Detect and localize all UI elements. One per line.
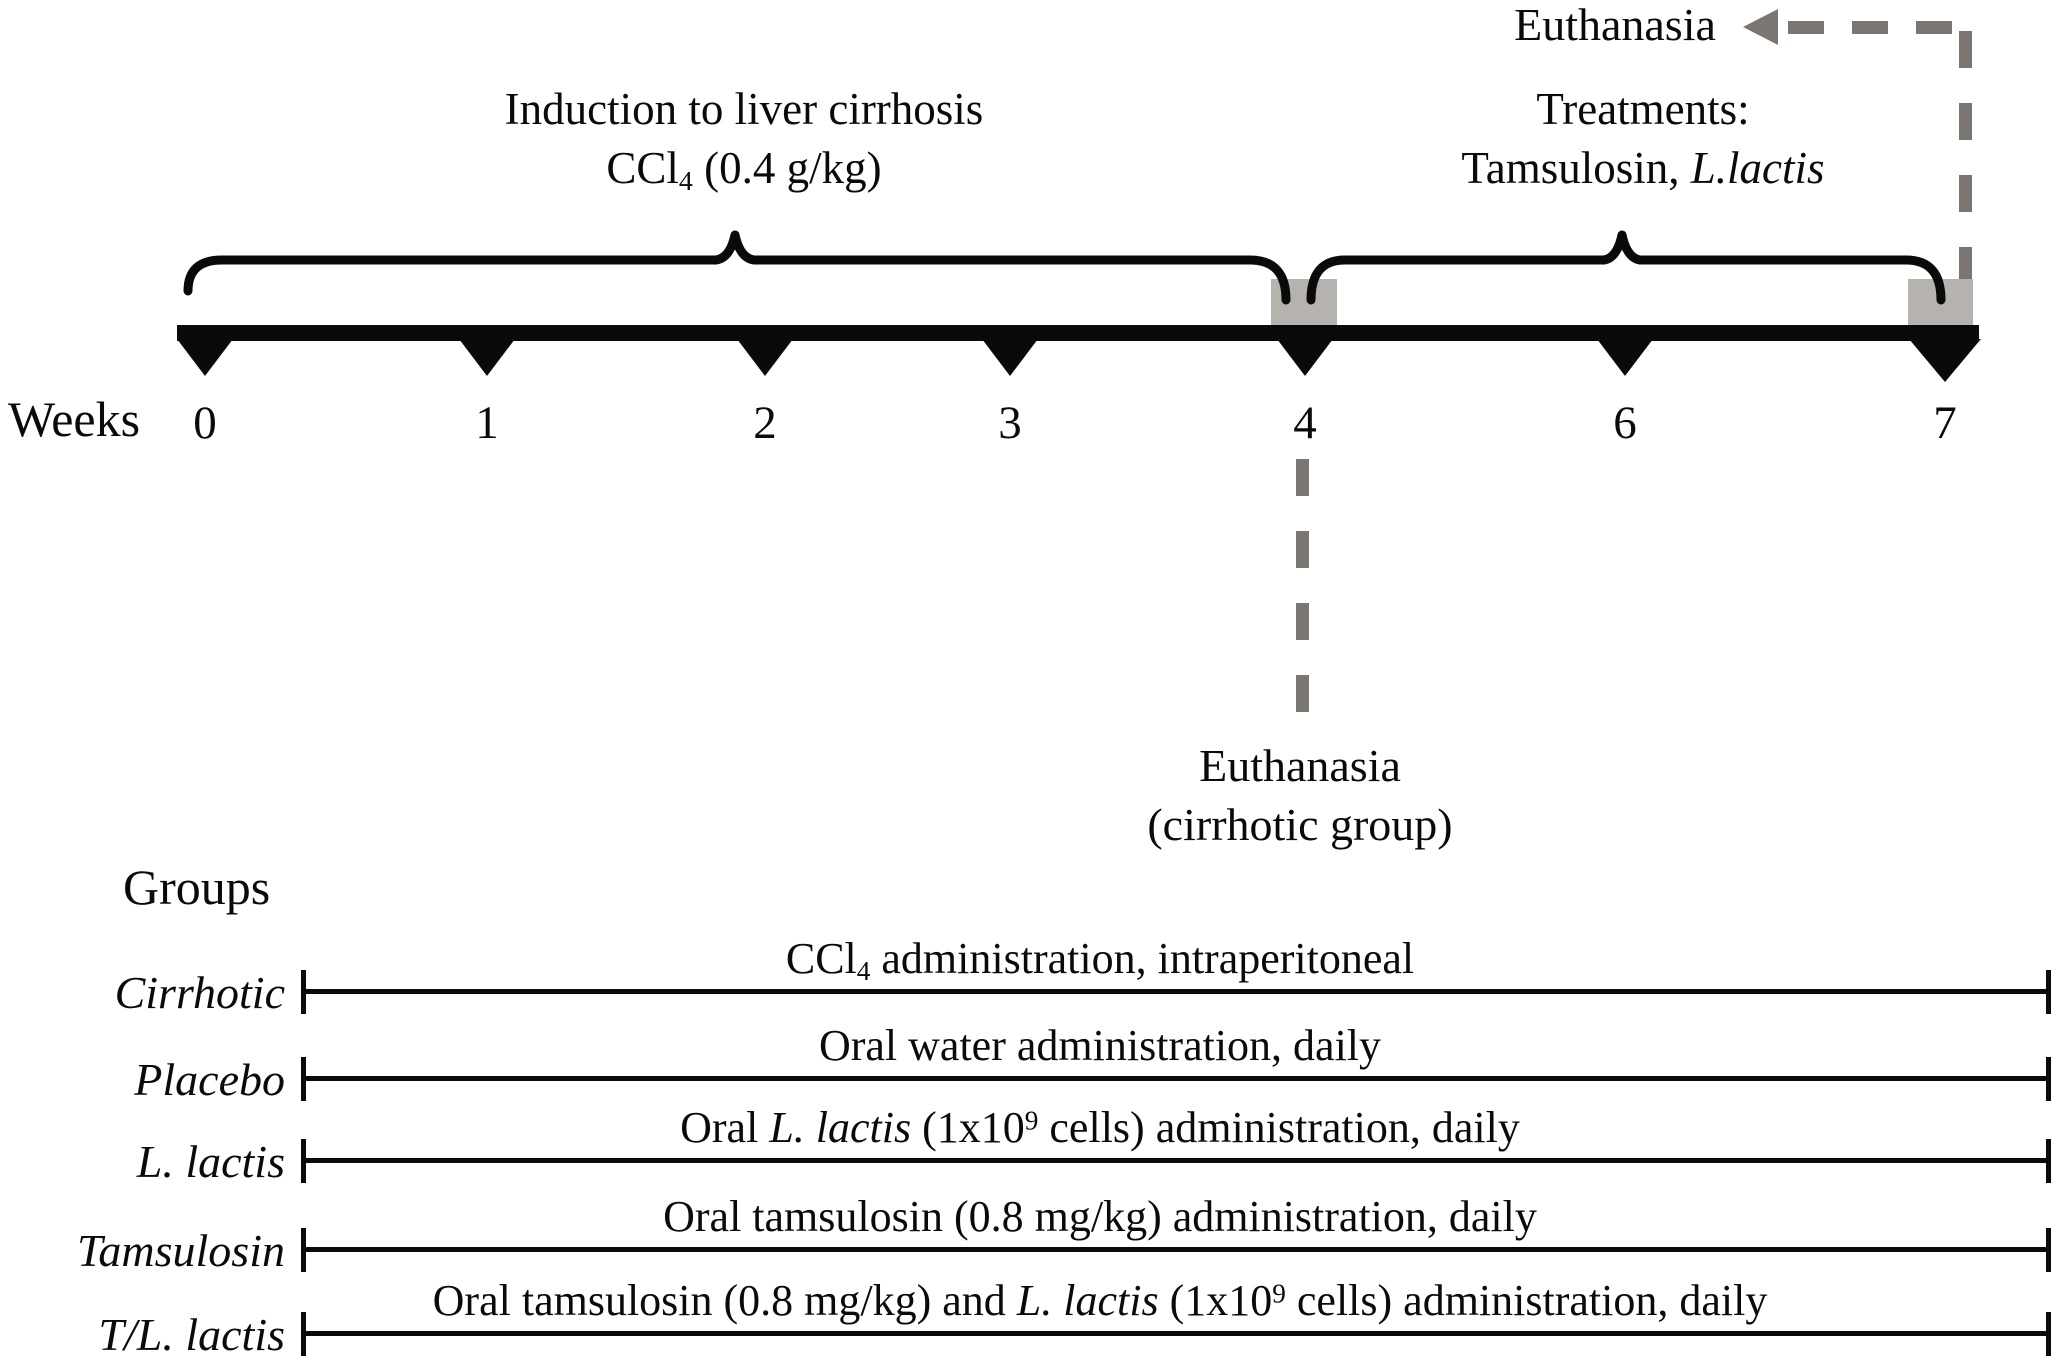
- week-label-3: 3: [998, 397, 1022, 449]
- week-label-7: 7: [1933, 397, 1957, 449]
- weeks-axis-label: Weeks: [8, 391, 141, 447]
- group-line-tick-start: [301, 1228, 306, 1272]
- group-label: Placebo: [134, 1054, 285, 1105]
- group-treatment-text: Oral tamsulosin (0.8 mg/kg) and L. lacti…: [432, 1276, 1768, 1325]
- treatments-brace-icon: [1306, 230, 1946, 305]
- group-label: Tamsulosin: [77, 1225, 285, 1276]
- group-label: Cirrhotic: [114, 967, 285, 1018]
- group-line-tick-end: [2046, 1139, 2051, 1183]
- group-line-tick-start: [301, 970, 306, 1014]
- group-treatment-text: CCl4 administration, intraperitoneal: [785, 934, 1415, 986]
- dashed-line-vertical-week4: [1296, 459, 1309, 715]
- dashed-line-horizontal-week7: [1788, 21, 1974, 34]
- week-marker-icon-4: [1277, 339, 1333, 376]
- treatments-drugs-caption: Tamsulosin, L.lactis: [1461, 143, 1825, 194]
- week-label-2: 2: [753, 397, 777, 449]
- group-treatment-text: Oral water administration, daily: [818, 1021, 1382, 1070]
- week-label-0: 0: [193, 397, 217, 449]
- braces-svg: [183, 230, 1946, 305]
- dashed-line-vertical-week7: [1959, 31, 1972, 280]
- group-line-tick-end: [2046, 1312, 2051, 1356]
- group-line-tick-start: [301, 1057, 306, 1101]
- week-marker-icon-6: [1597, 339, 1653, 376]
- group-line: [303, 1076, 2050, 1081]
- induction-brace-icon: [183, 230, 1291, 305]
- week-marker-icon-7: [1909, 339, 1981, 382]
- group-line: [303, 1247, 2050, 1252]
- ccl4-dose-caption: CCl4 (0.4 g/kg): [606, 143, 882, 198]
- group-line-tick-start: [301, 1312, 306, 1356]
- euthanasia-week4-line2: (cirrhotic group): [1147, 798, 1453, 850]
- treatments-caption-line1: Treatments:: [1536, 84, 1750, 134]
- induction-caption-line1: Induction to liver cirrhosis: [504, 84, 984, 134]
- week-marker-icon-0: [177, 339, 233, 376]
- group-line-tick-end: [2046, 970, 2051, 1014]
- group-treatment-text: Oral L. lactis (1x109 cells) administrat…: [680, 1103, 1520, 1152]
- group-line-tick-end: [2046, 1057, 2051, 1101]
- induction-caption: Induction to liver cirrhosis CCl4 (0.4 g…: [444, 80, 1044, 199]
- euthanasia-week4-line1: Euthanasia: [1199, 740, 1401, 791]
- group-treatment-text: Oral tamsulosin (0.8 mg/kg) administrati…: [663, 1192, 1537, 1241]
- week-label-6: 6: [1613, 397, 1637, 449]
- week-marker-icon-1: [459, 339, 515, 376]
- euthanasia-week7-label: Euthanasia: [1514, 0, 1716, 50]
- group-line: [303, 989, 2050, 994]
- groups-heading: Groups: [123, 859, 271, 915]
- group-label: L. lactis: [136, 1136, 285, 1187]
- group-line-tick-end: [2046, 1228, 2051, 1272]
- timeline-bar: [177, 325, 1979, 341]
- group-label: T/L. lactis: [98, 1309, 285, 1360]
- week-marker-icon-3: [982, 339, 1038, 376]
- week-label-1: 1: [475, 397, 499, 449]
- week-label-4: 4: [1293, 397, 1317, 449]
- dashed-arrow-left-icon: [1743, 9, 1778, 45]
- week-marker-icon-2: [737, 339, 793, 376]
- group-line: [303, 1331, 2050, 1336]
- group-line-tick-start: [301, 1139, 306, 1183]
- group-line: [303, 1158, 2050, 1163]
- euthanasia-week4-label: Euthanasia (cirrhotic group): [1050, 737, 1550, 855]
- treatments-caption: Treatments: Tamsulosin, L.lactis: [1393, 80, 1893, 199]
